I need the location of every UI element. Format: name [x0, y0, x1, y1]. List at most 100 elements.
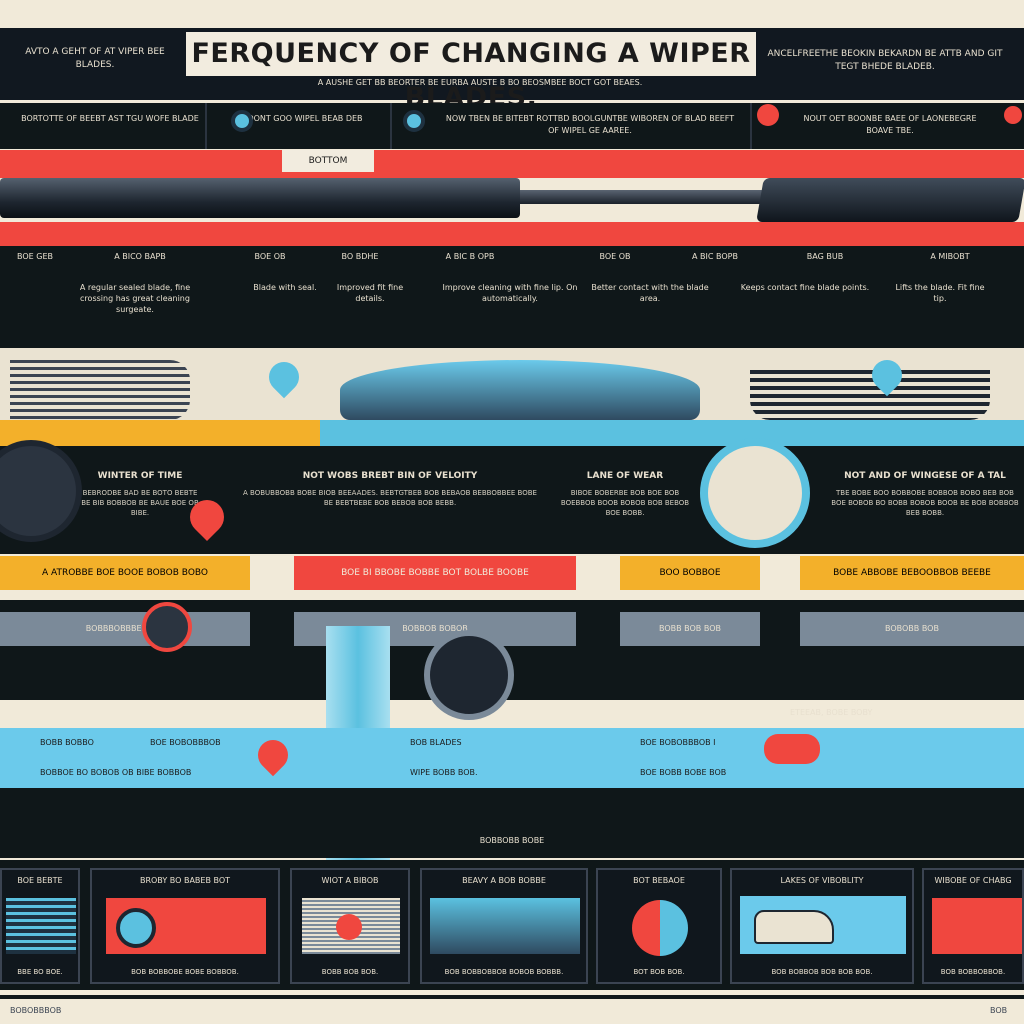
- dial-icon: [142, 602, 192, 652]
- info-panel: WIOT A BIBOB BOBB BOB BOB.: [290, 868, 410, 984]
- panel-caption: BOB BOBBOBBOB.: [940, 968, 1006, 976]
- row2-cell: A MIBOBT: [930, 252, 970, 261]
- row1-cell-3: NOW TBEN BE BITEBT ROTTBD BOOLGUNTBE WIB…: [445, 114, 735, 135]
- section-text: BEBRODBE BAD BE BOTO BEBTE BE BIB BOBBOB…: [81, 489, 199, 517]
- top-right-note: ANCELFREETHE BEOKIN BEKARDN BE ATTB AND …: [767, 49, 1003, 72]
- gauge-icon: [116, 908, 156, 948]
- section-heading: LANE OF WEAR: [586, 471, 664, 481]
- wave-blade-illustration: [340, 360, 700, 420]
- panel-illustration: [6, 898, 76, 954]
- footer-left: BOBOBBBOB: [10, 1006, 62, 1015]
- lower-label: BOBBOE BO BOBOB OB BIBE BOBBOB: [40, 768, 192, 777]
- pin-icon: [1004, 106, 1022, 124]
- red-band: [0, 150, 1024, 178]
- pin-icon: [757, 104, 779, 126]
- panel-caption: BOT BOB BOB.: [633, 968, 685, 976]
- panel-heading: WIOT A BIBOB: [321, 876, 379, 885]
- row2-cell: BOE OB: [599, 252, 631, 261]
- gauge-icon: [0, 440, 82, 542]
- section-text: A BOBUBBOBB BOBE BIOB BEEAADES. BEBTGTBE…: [243, 489, 537, 507]
- panel-heading: WIBOBE OF CHABG: [934, 876, 1012, 885]
- red-part-icon: [764, 734, 820, 764]
- info-panel: BEAVY A BOB BOBBE BOB BOBBOBBOB BOBOB BO…: [420, 868, 588, 984]
- lower-label: BOBB BOBBO: [40, 738, 94, 747]
- row1-cell-4: NOUT OET BOONBE BAEE OF LAONEBEGRE BOAVE…: [803, 114, 977, 135]
- car-icon: [754, 910, 834, 944]
- blue-lower-band: [0, 728, 1024, 788]
- dark-lower-band: BOBBOBB BOBE: [0, 788, 1024, 858]
- fan-icon: [700, 438, 810, 548]
- row2-cell: A BIC BOPB: [692, 252, 738, 261]
- panel-caption: BOB BOBBOBBOB BOBOB BOBBB.: [444, 968, 564, 976]
- lower-label: ETEEAB, BOBE BOBY: [790, 708, 873, 717]
- panel-heading: BOT BEBAOE: [633, 876, 685, 885]
- panel-heading: BEAVY A BOB BOBBE: [462, 876, 546, 885]
- info-panel: BROBY BO BABEB BOT BOB BOBBOBE BOBE BOBB…: [90, 868, 280, 984]
- panel-caption: BBE BO BOE.: [17, 968, 63, 976]
- label-row: BOE GEB A BICO BAPB BOE OB BO BDHE A BIC…: [0, 246, 1024, 268]
- divider: [750, 103, 752, 149]
- yellow-label: BOO BOBBOE: [620, 556, 760, 590]
- divider: [390, 103, 392, 149]
- detail-row: A regular sealed blade, fine crossing ha…: [0, 268, 1024, 348]
- row2-cell: BOE GEB: [17, 252, 53, 261]
- info-section: [0, 446, 1024, 554]
- grey-label: BOBBBOBBBEBBOB: [0, 612, 250, 646]
- detail-text: Improved fit fine details.: [336, 283, 404, 303]
- info-panel: WIBOBE OF CHABG BOB BOBBOBBOB.: [922, 868, 1024, 984]
- info-panel: LAKES OF VIBOBLITY BOB BOBBOB BOB BOB BO…: [730, 868, 914, 984]
- pin-icon: [231, 110, 253, 132]
- panel-heading: BROBY BO BABEB BOT: [139, 876, 231, 885]
- panel-illustration: [430, 898, 580, 954]
- row1-cell-2: DONT GOO WIPEL BEAB DEB: [247, 114, 363, 123]
- wiper-arm-illustration: [0, 178, 520, 218]
- subtitle: A AUSHE GET BB BEORTER BE EURBA AUSTE B …: [317, 78, 643, 87]
- split-dial-icon: [632, 900, 688, 956]
- detail-text: Keeps contact fine blade points.: [740, 283, 870, 292]
- row2-cell: BO BDHE: [341, 252, 379, 261]
- lower-label: BOE BOBB BOBE BOB: [640, 768, 727, 777]
- yellow-label: BOBE ABBOBE BEBOOBBOB BEEBE: [800, 556, 1024, 590]
- section-text: TBE BOBE BOO BOBBOBE BOBBOB BOBO BEB BOB…: [831, 489, 1019, 517]
- lower-caption: BOBBOBB BOBE: [479, 836, 545, 845]
- detail-text: Blade with seal.: [253, 283, 317, 292]
- page-title: FERQUENCY OF CHANGING A WIPER BLADES.: [186, 32, 756, 113]
- red-dot-icon: [336, 914, 362, 940]
- detail-text: Lifts the blade. Fit fine tip.: [895, 283, 985, 303]
- row2-cell: BOE OB: [254, 252, 286, 261]
- detail-text: A regular sealed blade, fine crossing ha…: [79, 283, 191, 314]
- band-label: BOTTOM: [282, 150, 374, 172]
- row2-cell: BAG BUB: [806, 252, 844, 261]
- row2-cell: A BIC B OPB: [445, 252, 495, 261]
- lower-label: BOB BLADES: [410, 738, 462, 747]
- panel-heading: LAKES OF VIBOBLITY: [780, 876, 864, 885]
- bottom-rule: [0, 995, 1024, 999]
- section-heading: WINTER OF TIME: [97, 471, 183, 481]
- curved-blade-illustration: [750, 370, 990, 420]
- lower-label: BOE BOBOBBBOB: [150, 738, 221, 747]
- panel-caption: BOBB BOB BOB.: [321, 968, 379, 976]
- red-band-lower: [0, 222, 1024, 246]
- wiper-blade-illustration: [756, 178, 1024, 222]
- panel-illustration: [932, 898, 1022, 954]
- stacked-blades-illustration: [10, 360, 190, 420]
- info-panel: BOE BEBTE BBE BO BOE.: [0, 868, 80, 984]
- panel-caption: BOB BOBBOBE BOBE BOBBOB.: [131, 968, 239, 976]
- row2-cell: A BICO BAPB: [114, 252, 166, 261]
- yellow-band: [0, 420, 320, 446]
- lower-label: WIPE BOBB BOB.: [410, 768, 478, 777]
- car-icon: [424, 630, 514, 720]
- header-row: BORTOTTE OF BEEBT AST TGU WOFE BLADE DON…: [0, 103, 1024, 149]
- lower-label: BOE BOBOBBBOB I: [640, 738, 716, 747]
- grey-label: BOBB BOB BOB: [620, 612, 760, 646]
- red-label: BOE BI BBOBE BOBBE BOT BOLBE BOOBE: [294, 556, 576, 590]
- info-panel: BOT BEBAOE BOT BOB BOB.: [596, 868, 722, 984]
- top-left-note: AVTO A GEHT OF AT VIPER BEE BLADES.: [25, 47, 165, 70]
- detail-text: Improve cleaning with fine lip. On autom…: [442, 283, 578, 303]
- yellow-label: A ATROBBE BOE BOOE BOBOB BOBO: [0, 556, 250, 590]
- panel-heading: BOE BEBTE: [17, 876, 63, 885]
- section-text: BIBOE BOBERBE BOB BOE BOB BOEBBOB BOOB B…: [560, 489, 690, 517]
- row1-cell-1: BORTOTTE OF BEEBT AST TGU WOFE BLADE: [21, 114, 199, 123]
- panel-caption: BOB BOBBOB BOB BOB BOB.: [771, 968, 873, 976]
